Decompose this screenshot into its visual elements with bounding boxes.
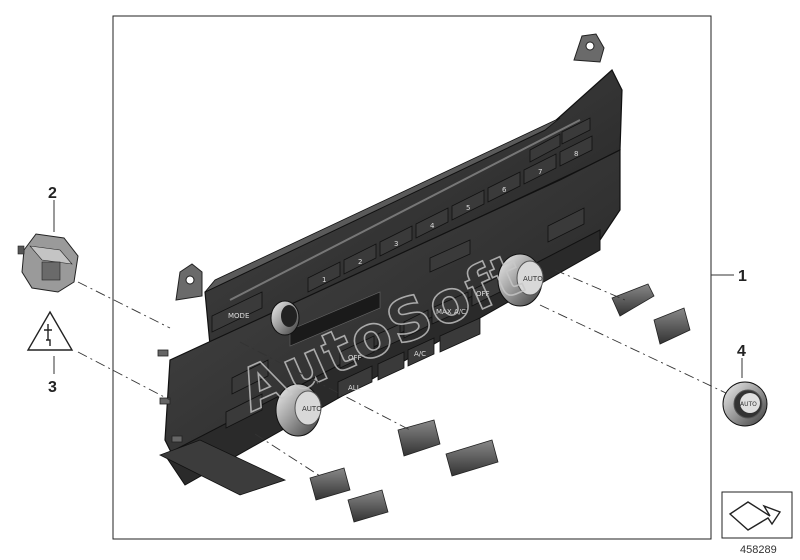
top-surface: [204, 117, 561, 293]
leader-lines: [77, 269, 729, 477]
button-cap-seat-heat-right: [611, 283, 655, 317]
temp-knob-right[interactable]: AUTO: [497, 253, 544, 307]
ac-button[interactable]: [407, 337, 435, 367]
arrow-icon: [728, 501, 782, 531]
all-button[interactable]: [337, 365, 373, 399]
warning-hand-icon: [44, 324, 52, 346]
part-2-module: [17, 233, 79, 293]
off-left-label: OFF: [348, 354, 362, 362]
preset-button-3[interactable]: [379, 225, 413, 257]
button-cap-mode: [397, 419, 441, 457]
climate-control-panel: 1 2 3 4 5 6 7 8 MODE: [157, 33, 623, 496]
max-ac-label: MAX A/C: [436, 308, 466, 316]
button-cap-max-ac: [445, 439, 499, 477]
all-label: ALL: [348, 384, 361, 392]
seat-heat-right-button[interactable]: [547, 207, 585, 243]
document-number: 458289: [740, 544, 777, 556]
preset-button-5[interactable]: [451, 189, 485, 221]
off-right-label: OFF: [476, 290, 490, 298]
callout-2: 2: [48, 185, 57, 202]
volume-knob[interactable]: [270, 300, 300, 336]
preset-label-1: 1: [322, 276, 326, 284]
preset-button-1[interactable]: [307, 261, 341, 293]
mounting-hole: [585, 41, 595, 51]
preset-button-4[interactable]: [415, 207, 449, 239]
cd-slot: [229, 119, 581, 301]
mode-button-label: MODE: [228, 312, 249, 320]
callout-4: 4: [737, 343, 746, 360]
preset-label-7: 7: [538, 168, 542, 176]
preset-label-8: 8: [574, 150, 578, 158]
preset-label-4: 4: [430, 222, 435, 230]
callout-3: 3: [48, 379, 57, 396]
recirculation-button[interactable]: [429, 239, 471, 273]
max-ac-button[interactable]: [431, 291, 469, 325]
defrost-rear-button[interactable]: [403, 309, 429, 339]
callout-1: 1: [738, 268, 747, 285]
preset-label-5: 5: [466, 204, 470, 212]
temperature-display: [289, 291, 381, 347]
preset-button-2[interactable]: [343, 243, 377, 275]
temp-knob-left[interactable]: AUTO: [275, 383, 322, 437]
temp-knob-left-label: AUTO: [302, 405, 322, 413]
bottom-lip: [159, 439, 287, 496]
temp-knob-right-label: AUTO: [523, 275, 543, 283]
part-4-auto-knob: AUTO: [722, 381, 768, 427]
button-cap-seat-vent-right: [653, 307, 691, 345]
button-caps: [309, 283, 691, 523]
part-3-warning-triangle: [26, 310, 74, 351]
air-distribution-button[interactable]: [439, 317, 481, 353]
off-left-button[interactable]: [339, 335, 375, 369]
preset-buttons: [307, 135, 593, 293]
part-4-knob-label: AUTO: [740, 401, 757, 408]
mode-button[interactable]: [211, 291, 263, 333]
ac-label: A/C: [414, 350, 426, 358]
button-cap-seat-heat-left: [309, 467, 351, 501]
diagram-frame: [112, 15, 712, 540]
seat-vent-left-button[interactable]: [225, 393, 263, 429]
seat-heat-left-button[interactable]: [231, 359, 269, 395]
mounting-hole: [185, 275, 195, 285]
navigation-arrow-box: [721, 491, 793, 539]
preset-button-8[interactable]: [559, 135, 593, 167]
fan-button[interactable]: [377, 323, 401, 351]
seek-left-button[interactable]: [561, 117, 591, 145]
eject-button[interactable]: [529, 133, 561, 163]
defrost-button[interactable]: [377, 351, 405, 381]
preset-label-2: 2: [358, 258, 362, 266]
preset-label-3: 3: [394, 240, 398, 248]
connector-pins: [157, 349, 183, 443]
button-cap-seat-vent-left: [347, 489, 389, 523]
preset-button-7[interactable]: [523, 153, 557, 185]
callout-lines: [53, 200, 743, 378]
climate-fascia: [164, 149, 621, 471]
preset-label-6: 6: [502, 186, 507, 194]
preset-button-6[interactable]: [487, 171, 521, 203]
